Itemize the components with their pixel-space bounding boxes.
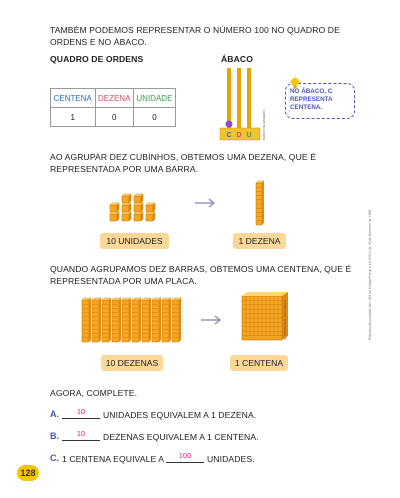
ten-bar	[91, 297, 102, 343]
ten-cubes-illustration	[109, 193, 156, 222]
ten-bar	[151, 297, 162, 343]
ten-bar-illustration	[255, 180, 265, 226]
ten-bars-illustration	[81, 297, 182, 343]
ten-bar	[131, 297, 142, 343]
abaco-bead	[225, 120, 233, 128]
quadro-de-ordens-table: CENTENA DEZENA UNIDADE 1 0 0	[50, 88, 177, 127]
unit-cube	[133, 193, 144, 204]
unit-cube	[109, 211, 120, 222]
side-legal-note: Reprodução proibida. Art. 184 do Código …	[368, 210, 372, 340]
label-10-dezenas: 10 DEZENAS	[101, 355, 163, 371]
para3-line-1: QUANDO AGRUPAMOS DEZ BARRAS, OBTEMOS UMA…	[50, 264, 352, 274]
page-number-badge: 128	[17, 465, 39, 481]
abaco-base	[219, 127, 261, 141]
abaco-credit: BANCO DE IMAGENS	[262, 110, 266, 140]
plate-credit: ILUSTRAÇÕES: EDITORIA DE ARTE	[283, 300, 287, 340]
abaco-rod-d	[237, 68, 241, 128]
unit-cube	[145, 202, 156, 213]
arrow-right-icon	[195, 198, 216, 208]
item-c-text: UNIDADES.	[207, 454, 255, 464]
ten-bar	[121, 297, 132, 343]
ten-bar	[255, 180, 265, 226]
item-b-text: DEZENAS EQUIVALEM A 1 CENTENA.	[103, 432, 259, 442]
value-unidade: 0	[132, 107, 177, 127]
label-1-dezena: 1 DEZENA	[233, 233, 286, 249]
para2-line-1: AO AGRUPAR DEZ CUBINHOS, OBTEMOS UMA DEZ…	[50, 152, 317, 162]
item-c-letter: C.	[50, 453, 59, 463]
ten-bar	[161, 297, 172, 343]
header-centena: CENTENA	[50, 88, 96, 108]
plate-credit-wrap: ILUSTRAÇÕES: EDITORIA DE ARTE	[283, 300, 289, 340]
unit-cube	[133, 211, 144, 222]
unit-cube	[121, 202, 132, 213]
abaco-rod-u	[247, 68, 251, 128]
item-c-blank[interactable]	[166, 462, 204, 463]
abaco-rod-c	[227, 68, 231, 128]
arrow-right-icon-2	[201, 315, 222, 325]
para2-line-2: REPRESENTADA POR UMA BARRA.	[50, 164, 199, 174]
para3-line-2: REPRESENTADA POR UMA PLACA.	[50, 276, 197, 286]
abaco-illustration: C D U BANCO DE IMAGENS	[219, 68, 266, 141]
ten-bar	[141, 297, 152, 343]
item-a-answer[interactable]: 10	[76, 407, 86, 416]
ten-bar	[111, 297, 122, 343]
ten-bar	[171, 297, 182, 343]
intro-line-2: ORDENS E NO ÁBACO.	[50, 37, 147, 47]
speech-line-2: REPRESENTA	[290, 96, 333, 103]
unit-cube	[145, 211, 156, 222]
unit-cube	[133, 202, 144, 213]
item-a-text: UNIDADES EQUIVALEM A 1 DEZENA.	[103, 410, 257, 420]
hundred-plate-illustration	[241, 292, 288, 341]
quadro-title: QUADRO DE ORDENS	[50, 54, 144, 64]
ten-bar	[81, 297, 92, 343]
unit-cube	[121, 193, 132, 204]
item-b-answer[interactable]: 10	[76, 429, 86, 438]
item-a-blank[interactable]	[62, 418, 100, 419]
value-dezena: 0	[94, 107, 134, 127]
lightbulb-icon	[289, 76, 301, 89]
unit-cube	[121, 211, 132, 222]
item-b-letter: B.	[50, 431, 59, 441]
unit-cube	[109, 202, 120, 213]
label-1-centena: 1 CENTENA	[230, 355, 288, 371]
header-dezena: DEZENA	[94, 88, 134, 108]
abaco-label-c: C	[226, 132, 231, 139]
item-c-before: 1 CENTENA EQUIVALE A	[62, 454, 165, 464]
header-unidade: UNIDADE	[132, 88, 177, 108]
abaco-title: ÁBACO	[221, 54, 254, 64]
label-10-unidades: 10 UNIDADES	[100, 233, 169, 249]
item-a-letter: A.	[50, 409, 59, 419]
abaco-label-d: D	[236, 132, 241, 139]
speech-line-3: CENTENA.	[290, 104, 323, 111]
speech-bubble: NO ÁBACO, C REPRESENTA CENTENA.	[285, 83, 355, 119]
abaco-label-u: U	[246, 132, 251, 139]
exercise-prompt: AGORA, COMPLETE.	[50, 388, 138, 398]
intro-line-1: TAMBÉM PODEMOS REPRESENTAR O NÚMERO 100 …	[50, 25, 340, 35]
item-c-answer[interactable]: 100	[178, 451, 192, 460]
side-legal-note-wrap: Reprodução proibida. Art. 184 do Código …	[368, 210, 376, 340]
ten-bar	[101, 297, 112, 343]
speech-line-1: NO ÁBACO, C	[290, 88, 333, 95]
item-b-blank[interactable]	[62, 440, 100, 441]
value-centena: 1	[50, 107, 96, 127]
